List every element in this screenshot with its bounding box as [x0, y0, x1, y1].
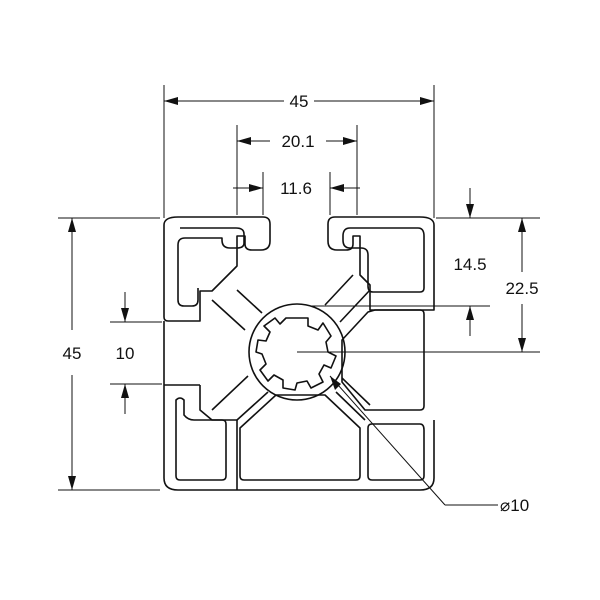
center-bore-spline: [255, 317, 337, 391]
dim-slot-opening-side: 10: [116, 344, 135, 363]
outer-contour: [163, 216, 271, 322]
bottom-middle-pocket: [239, 394, 361, 481]
dim-half-height: 22.5: [505, 279, 538, 298]
right-lower-pocket: [367, 423, 425, 481]
outer-contour-tr: [327, 216, 435, 311]
dim-overall-height: 45: [63, 344, 82, 363]
top-left-slot-inner: [177, 227, 245, 307]
bottom-left-slot: [175, 397, 227, 481]
dim-slot-opening: 11.6: [280, 179, 312, 198]
top-right-slot-inner: [342, 227, 425, 293]
profile-outline: [163, 216, 435, 491]
spoke-tr: [324, 274, 371, 323]
spoke-tl: [211, 289, 263, 331]
dimension-lines: [58, 85, 540, 506]
right-upper-pocket: [341, 309, 425, 411]
body-frame: [163, 321, 435, 491]
spoke-br: [335, 377, 371, 421]
spoke-bl: [211, 375, 269, 421]
dim-overall-width: 45: [290, 92, 309, 111]
dim-bore-diameter: ⌀10: [500, 496, 529, 515]
dim-slot-outer-width: 20.1: [281, 132, 314, 151]
dimension-labels: 45 20.1 11.6 14.5 22.5 45 10 ⌀10: [63, 92, 539, 515]
dim-slot-depth: 14.5: [453, 255, 486, 274]
